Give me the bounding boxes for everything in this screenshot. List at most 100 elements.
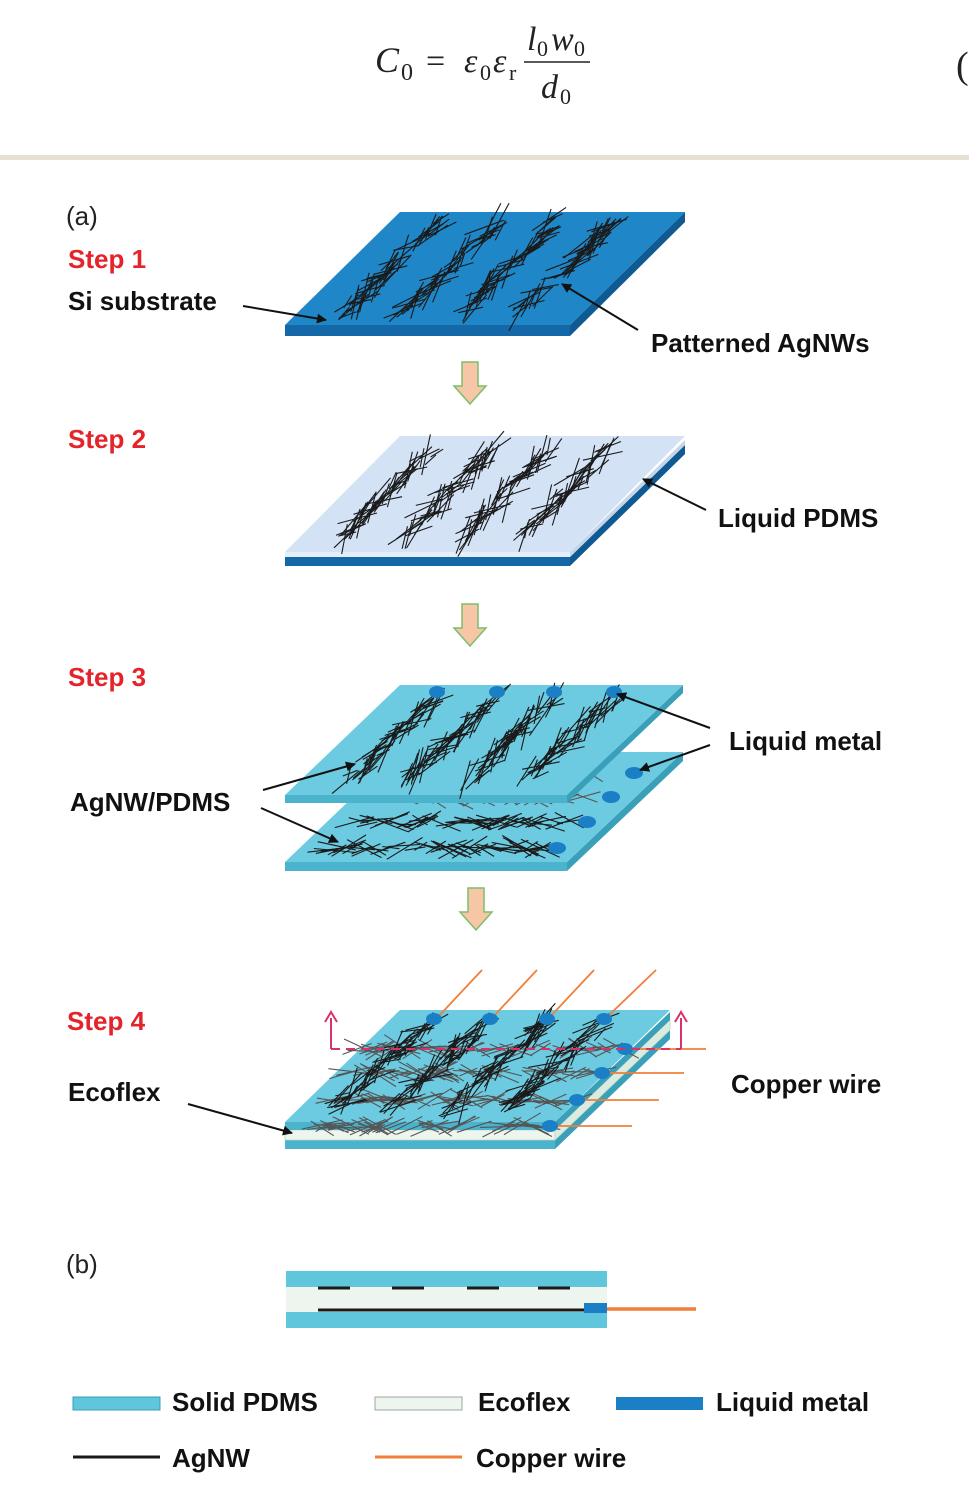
agnw-strand xyxy=(366,496,403,505)
agnw-strand xyxy=(459,1041,469,1058)
agnw-strand xyxy=(392,289,427,308)
agnw-strand xyxy=(467,532,474,547)
agnw-strand xyxy=(520,286,553,294)
agnw-strand xyxy=(490,278,500,301)
agnw-strand xyxy=(406,1062,434,1081)
agnw-strand xyxy=(343,1038,382,1057)
agnw-strand xyxy=(474,843,495,857)
agnw-strand xyxy=(455,521,483,535)
agnw-strand xyxy=(423,751,433,769)
agnw-strand xyxy=(578,712,595,727)
agnw-strand xyxy=(410,1027,435,1035)
agnw-strand xyxy=(462,295,478,322)
agnw-strand xyxy=(480,1125,523,1128)
agnw-strand xyxy=(430,840,457,858)
agnw-strand xyxy=(507,1088,536,1110)
agnw-strand xyxy=(419,745,429,784)
agnw-strand xyxy=(509,1084,532,1108)
agnw-strand xyxy=(591,223,613,233)
agnw-strand xyxy=(465,508,501,519)
agnw-strand xyxy=(372,1117,405,1133)
agnw-strand xyxy=(427,1120,452,1137)
agnw-strand xyxy=(518,1074,534,1103)
agnw-strand xyxy=(465,1067,482,1102)
agnw-strand xyxy=(383,1069,400,1073)
si-substrate-label: Si substrate xyxy=(68,286,217,316)
agnw-strand xyxy=(487,443,500,470)
agnw-strand xyxy=(427,481,459,497)
agnw-strand xyxy=(533,1099,570,1106)
agnw-strand xyxy=(331,770,360,795)
agnw-strand xyxy=(469,466,487,473)
agnw-strand xyxy=(328,1085,349,1107)
agnw-strand xyxy=(404,525,433,537)
agnw-strand xyxy=(367,1092,385,1104)
agnw-strand xyxy=(389,1070,409,1079)
agnw-strand xyxy=(401,304,414,315)
agnw-strand xyxy=(441,1099,464,1109)
agnw-strand xyxy=(315,844,359,854)
agnw-strand xyxy=(362,840,387,856)
agnw-strand xyxy=(453,727,463,753)
agnw-strand xyxy=(349,1118,386,1136)
legend-swatch-ecoflex xyxy=(374,1396,463,1411)
agnw-strand xyxy=(407,701,420,736)
section-divider xyxy=(0,155,969,160)
agnw-strand xyxy=(577,229,602,259)
agnw-strand xyxy=(446,243,471,273)
agnw-strand xyxy=(531,501,564,510)
agnw-strand xyxy=(382,254,412,286)
agnw-strand xyxy=(340,504,367,536)
agnw-strand xyxy=(475,287,482,309)
liquid-metal-arrow-bottom xyxy=(639,744,711,772)
agnw-strand xyxy=(586,459,610,480)
agnw-strand xyxy=(556,818,582,824)
agnw-strand xyxy=(483,845,502,853)
agnw-pdms-sheet-top xyxy=(285,685,683,803)
agnw-strand xyxy=(361,1072,369,1086)
agnw-strand xyxy=(520,1125,540,1128)
agnw-strand xyxy=(454,1034,472,1050)
agnw-strand xyxy=(509,841,546,859)
cross-section-cut-line xyxy=(324,1010,688,1050)
agnw-strand xyxy=(434,738,455,758)
si-substrate-arrow xyxy=(242,305,327,324)
agnw-strand xyxy=(358,761,368,784)
agnw-strand xyxy=(388,471,397,489)
agnw-strand xyxy=(512,299,545,309)
agnw-strand xyxy=(591,222,604,239)
agnw-strand xyxy=(509,470,524,489)
patterned-agnws-arrow xyxy=(561,283,639,331)
agnw-strand xyxy=(471,815,508,831)
agnw-strand xyxy=(598,446,611,475)
agnw-strand xyxy=(476,698,488,721)
agnw-strand xyxy=(458,306,484,314)
eq-eps-2: ε xyxy=(493,43,507,80)
agnw-strand xyxy=(532,509,552,532)
agnw-strand xyxy=(508,727,530,733)
agnw-strand xyxy=(429,1045,466,1053)
agnw-strand xyxy=(432,840,472,859)
agnw-strand xyxy=(367,1116,394,1134)
agnw-strand xyxy=(466,519,473,542)
agnw-strand xyxy=(576,247,590,256)
eq-den-d-sub: 0 xyxy=(560,84,571,109)
agnw-strand xyxy=(464,219,504,236)
agnw-strand xyxy=(462,447,488,472)
agnw-strand xyxy=(438,839,474,860)
agnw-strand xyxy=(522,1123,545,1128)
agnw-strand xyxy=(359,1063,397,1088)
agnw-strand xyxy=(570,475,577,494)
agnw-strand xyxy=(343,295,353,309)
agnw-strand xyxy=(496,1039,526,1071)
agnw-strand xyxy=(445,722,473,743)
agnw-strand xyxy=(356,293,381,301)
agnw-strand xyxy=(369,811,410,829)
agnw-strand xyxy=(421,843,441,851)
agnw-strand xyxy=(481,274,510,286)
agnw-strand xyxy=(422,216,441,239)
eq-den-d: d xyxy=(541,69,559,106)
agnw-strand xyxy=(407,810,442,833)
agnw-strand xyxy=(526,457,536,480)
agnw-strand xyxy=(524,522,529,539)
